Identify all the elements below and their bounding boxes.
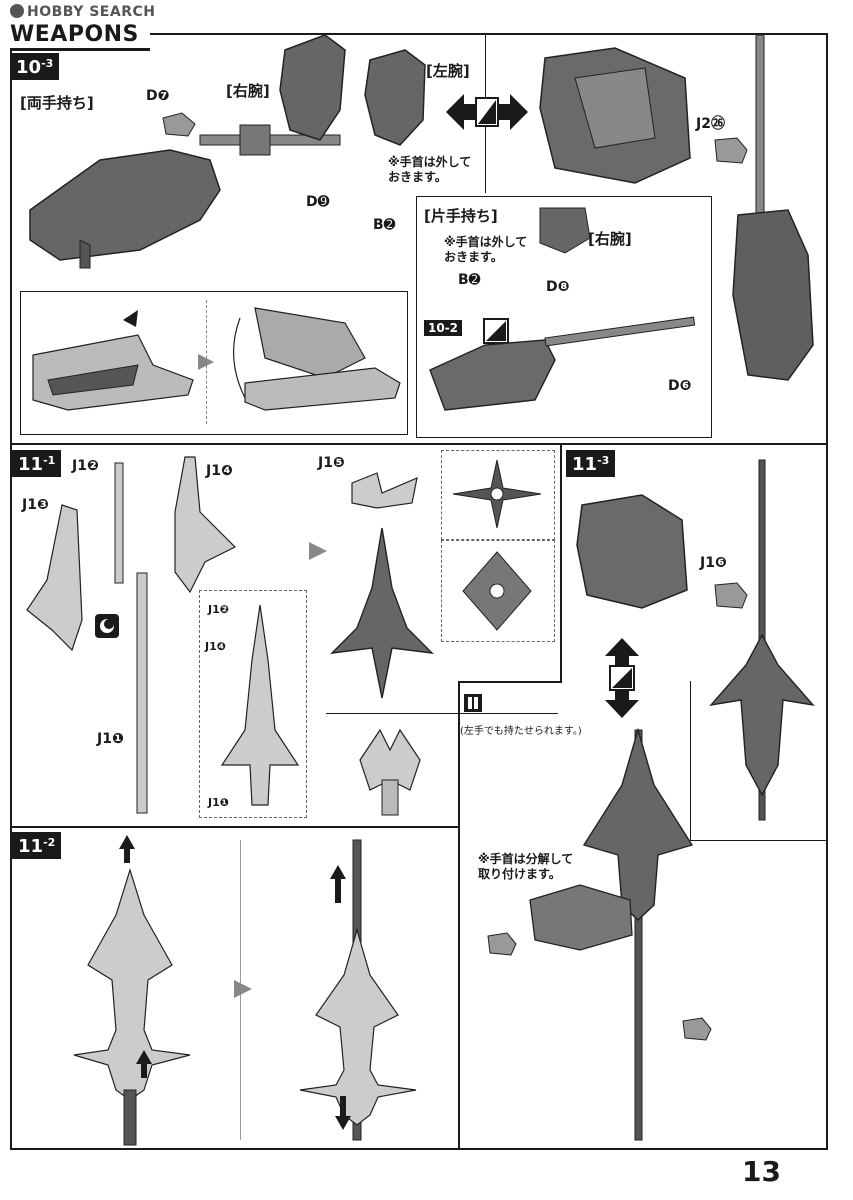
cross-section-top [441, 450, 555, 540]
hobby-search-logo-icon [10, 4, 24, 18]
left-arm-illustration [364, 49, 426, 146]
part-label-j1-5: J1❺ [318, 455, 345, 471]
right-arm-illustration-2 [539, 207, 591, 254]
part-label-d7: D❼ [146, 88, 170, 104]
spear-head-front-illustration [359, 728, 421, 816]
note-hand-removed: ※手首は外して おきます。 [388, 155, 472, 184]
step-badge-11-1: 11-1 [12, 450, 62, 477]
hand-part-j2-illustration [714, 137, 748, 164]
spear-shaft-j1-1-illustration [136, 572, 148, 814]
cross-section-bottom [441, 540, 555, 642]
swap-arrows-vertical-icon [605, 638, 639, 718]
section-title: WEAPONS [10, 22, 139, 47]
part-label-d6: D❻ [668, 378, 692, 394]
left-arm-label: [左腕] [426, 62, 470, 80]
frame-divider-11-3 [560, 443, 562, 681]
swap-arrows-icon [446, 94, 528, 130]
right-arm-label-2: [右腕] [588, 230, 632, 248]
frame-bottom [10, 1148, 828, 1150]
cross-section-bottom-illustration [462, 551, 532, 631]
frame-11-3-inner-h [690, 840, 828, 841]
part-label-j1-1: J1❶ [97, 731, 124, 747]
mecha-shoulder-illustration [539, 47, 691, 184]
hand-part-small-illustration-2 [682, 1017, 712, 1041]
axe-one-hand-illustration [429, 316, 696, 411]
step-badge-11-3: 11-3 [566, 450, 616, 477]
hand-part-j1-6-illustration [714, 582, 748, 609]
spear-complete-left-illustration [582, 727, 694, 1141]
axe-vertical-illustration [732, 34, 814, 381]
step-badge-11-2: 11-2 [12, 832, 62, 859]
right-arm-illustration [279, 34, 346, 141]
hand-part-d7-illustration [162, 112, 196, 137]
part-label-d8: D❽ [546, 279, 570, 295]
one-hand-inset [416, 196, 712, 438]
page-number: 13 [742, 1155, 781, 1188]
spear-complete-right-illustration [709, 459, 815, 821]
assembly-detail-inset [199, 590, 307, 818]
note-left-hand: (左手でも持たせられます。) [460, 726, 582, 737]
hand-part-small-illustration [487, 932, 517, 956]
mode-label-two-hand: [両手持ち] [20, 94, 94, 112]
part-label-b2-2: B➋ [458, 272, 481, 288]
step-arrow-right-icon-2 [309, 542, 327, 560]
spear-extended-illustration [299, 839, 417, 1141]
part-label-j1-2: J1❷ [72, 458, 99, 474]
frame-divider-11-1 [10, 826, 460, 828]
hand-grip-illustration [529, 884, 633, 951]
watermark: HOBBY SEARCH [10, 4, 155, 20]
part-label-j2-26: J2㉖ [696, 116, 725, 132]
note-hand-removed-2: ※手首は外して おきます。 [444, 235, 528, 264]
left-hand-mark-icon [464, 694, 482, 712]
step-badge-10-2: 10-2 [424, 320, 463, 336]
right-arm-label: [右腕] [226, 82, 270, 100]
blade-half-j1-3-illustration [26, 504, 83, 652]
spear-shaft-j1-2-illustration [114, 462, 124, 584]
round-cap-icon [95, 614, 119, 638]
frame-11-3-inner-v [690, 681, 691, 841]
axe-open-inset [20, 291, 408, 435]
blade-half-j1-4-illustration [174, 456, 237, 594]
divider-spear-view [326, 713, 558, 714]
axe-closed-illustration [32, 310, 194, 411]
frame-right [826, 33, 828, 1150]
mecha-shoulder-illustration-2 [576, 494, 688, 609]
spear-collapsed-illustration [73, 835, 191, 1146]
step-arrow-right-icon [198, 354, 214, 370]
part-label-j1-3: J1❸ [22, 497, 49, 513]
axe-weapon-illustration [29, 124, 341, 269]
detail-label-j1-4: J1❹ [205, 640, 227, 653]
spear-head-j1-5-assembly-illustration [330, 472, 434, 699]
frame-divider-11-3b [458, 681, 562, 683]
step-badge-10-3: 10-3 [10, 53, 60, 80]
axe-open-illustration [233, 307, 401, 411]
note-hand-disassemble: ※手首は分解して 取り付けます。 [478, 852, 574, 881]
part-label-j1-6: J1❻ [700, 555, 727, 571]
mode-label-one-hand: [片手持ち] [424, 207, 498, 225]
flip-mark-icon [483, 318, 509, 344]
frame-top-right [150, 33, 828, 35]
frame-left [10, 48, 12, 1150]
detail-label-j1-2: J1❷ [208, 603, 230, 616]
detail-label-j1-1: J1❶ [208, 796, 230, 809]
part-label-j1-4: J1❹ [206, 463, 233, 479]
title-underline [10, 48, 150, 51]
frame-divider-11-2 [458, 681, 460, 1149]
frame-divider-row1 [10, 443, 828, 445]
cross-section-top-illustration [452, 459, 542, 529]
step-arrow-right-icon-3 [234, 980, 252, 998]
part-label-b2: B➋ [373, 217, 396, 233]
spear-head-detail-illustration [220, 604, 300, 806]
part-label-d9: D➒ [306, 194, 330, 210]
